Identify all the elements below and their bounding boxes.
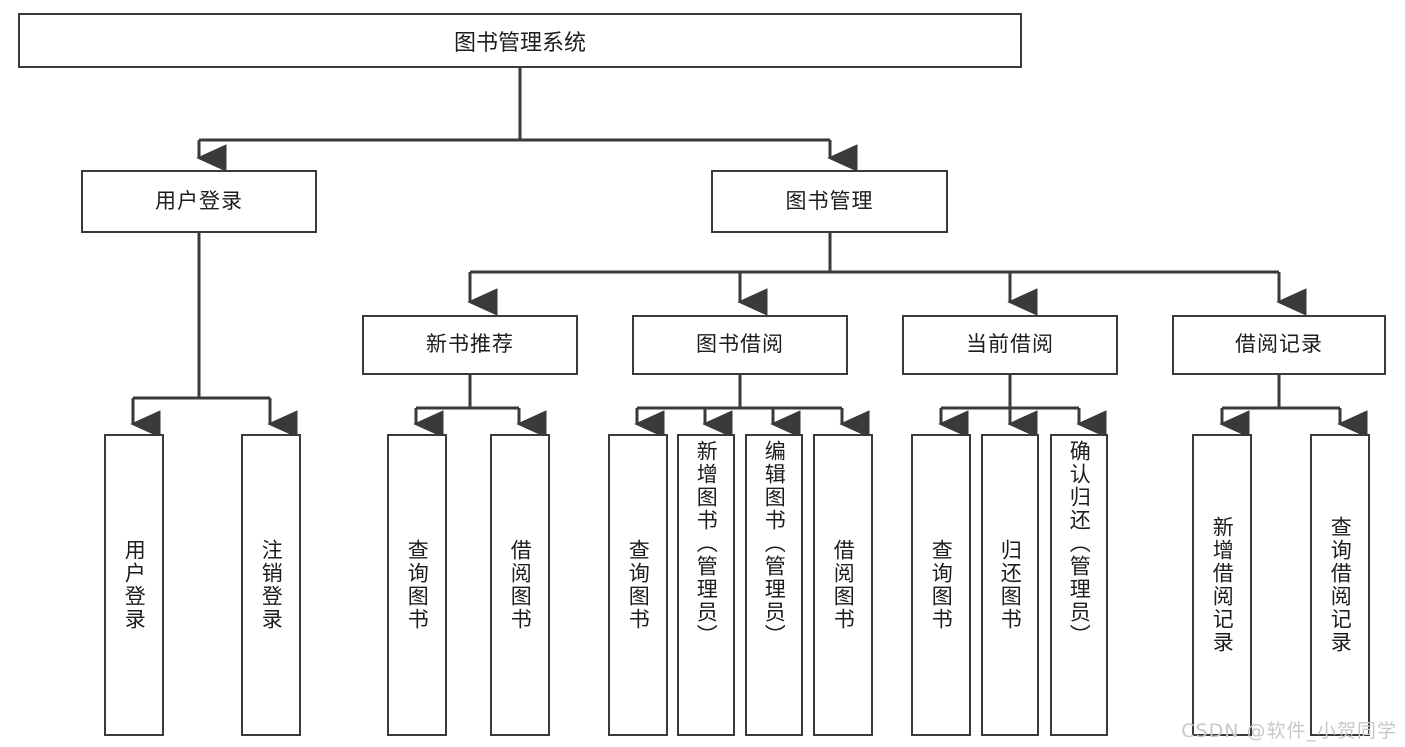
node-label: 新书推荐 [426,332,514,357]
leaf-label: 确认归还（管理员） [1067,440,1092,647]
leaf-label: 新增借阅记录 [1210,516,1235,654]
node-user-login[interactable]: 用户登录 [81,170,317,233]
leaf-label: 查询借阅记录 [1328,516,1353,654]
leaf-label: 借阅图书 [508,539,533,631]
leaf-add-book-admin[interactable]: 新增图书（管理员） [677,434,735,736]
leaf-query-book-borrow[interactable]: 查询图书 [608,434,668,736]
watermark: CSDN @软件_小贺同学 [1181,720,1397,742]
node-current-borrow[interactable]: 当前借阅 [902,315,1118,375]
leaf-label: 用户登录 [122,539,147,631]
node-book-management[interactable]: 图书管理 [711,170,948,233]
leaf-borrow-book-newbook[interactable]: 借阅图书 [490,434,550,736]
node-label: 当前借阅 [966,332,1054,357]
leaf-query-borrow-record[interactable]: 查询借阅记录 [1310,434,1370,736]
leaf-label: 借阅图书 [831,539,856,631]
node-label: 用户登录 [155,188,243,213]
leaf-query-book-current[interactable]: 查询图书 [911,434,971,736]
leaf-user-login[interactable]: 用户登录 [104,434,164,736]
leaf-add-borrow-record[interactable]: 新增借阅记录 [1192,434,1252,736]
leaf-label: 查询图书 [405,539,430,631]
leaf-label: 查询图书 [626,539,651,631]
node-label: 图书管理 [785,188,874,213]
node-root-system[interactable]: 图书管理系统 [18,13,1022,68]
leaf-borrow-book[interactable]: 借阅图书 [813,434,873,736]
leaf-label: 查询图书 [929,539,954,631]
leaf-label: 新增图书（管理员） [694,440,719,647]
leaf-label: 注销登录 [259,539,284,631]
node-borrow-record[interactable]: 借阅记录 [1172,315,1386,375]
leaf-confirm-return-admin[interactable]: 确认归还（管理员） [1050,434,1108,736]
node-label: 借阅记录 [1235,332,1323,357]
node-new-book-recommend[interactable]: 新书推荐 [362,315,578,375]
leaf-edit-book-admin[interactable]: 编辑图书（管理员） [745,434,803,736]
node-label: 图书管理系统 [453,30,586,56]
node-label: 图书借阅 [696,332,784,357]
leaf-user-logout[interactable]: 注销登录 [241,434,301,736]
node-book-borrow[interactable]: 图书借阅 [632,315,848,375]
leaf-return-book[interactable]: 归还图书 [981,434,1039,736]
leaf-label: 编辑图书（管理员） [762,440,787,647]
leaf-query-book-newbook[interactable]: 查询图书 [387,434,447,736]
leaf-label: 归还图书 [998,539,1023,631]
